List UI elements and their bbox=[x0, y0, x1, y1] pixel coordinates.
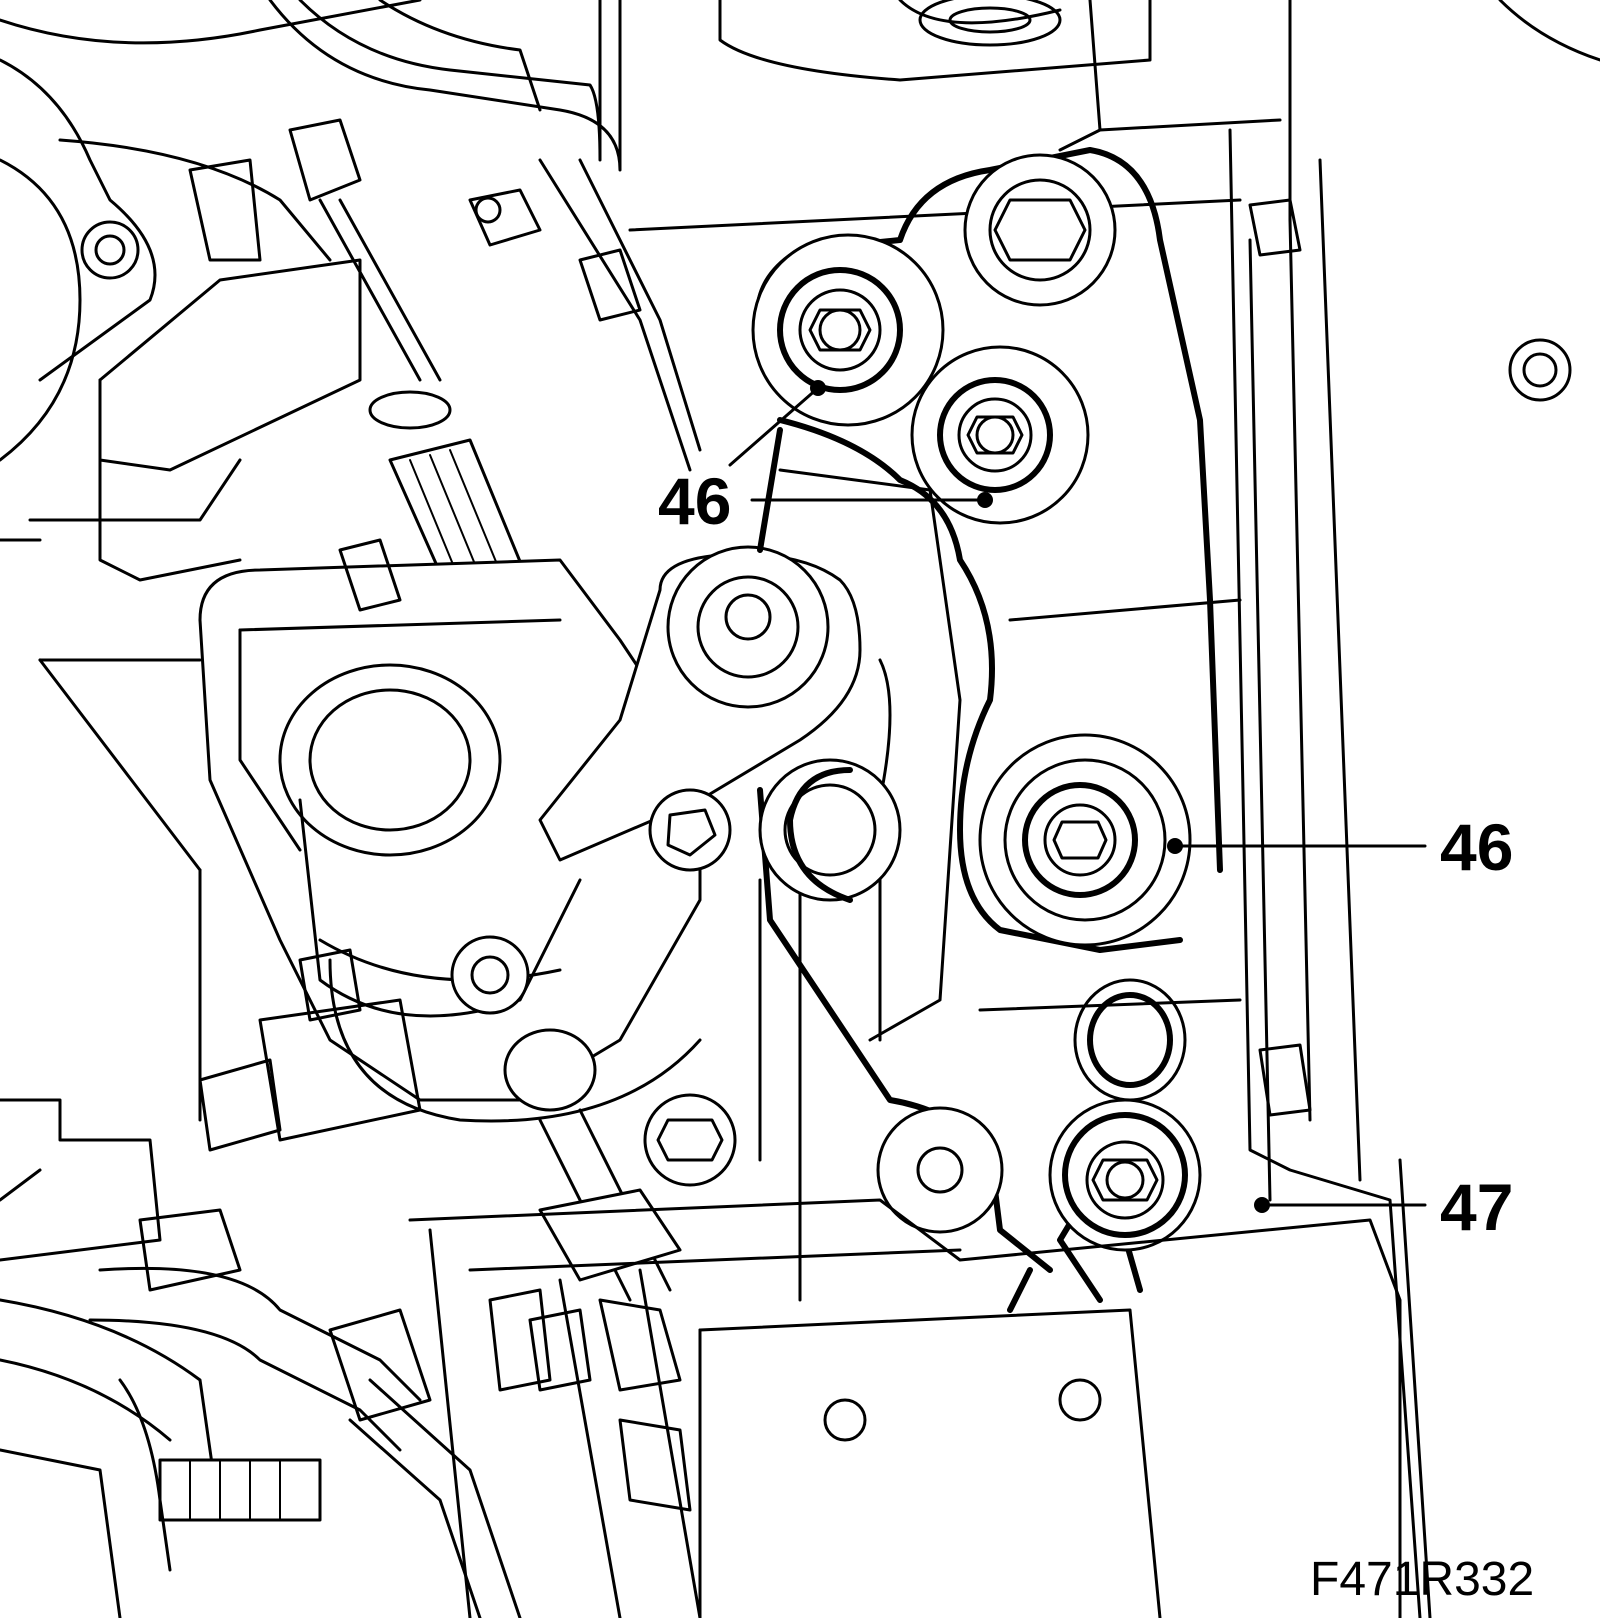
bolt-upper-left bbox=[751, 233, 945, 427]
pump-assembly bbox=[198, 118, 702, 1618]
callout-47: 47 bbox=[1440, 1170, 1513, 1244]
bolt-mid-right bbox=[978, 733, 1192, 947]
figure-reference: F471R332 bbox=[1310, 1553, 1534, 1606]
bolt-upper-mid bbox=[910, 345, 1090, 525]
bolt-right-small bbox=[1248, 198, 1312, 1117]
callout-46-right: 46 bbox=[1440, 810, 1513, 884]
callout-46-upper: 46 bbox=[658, 464, 731, 538]
mount-bracket bbox=[538, 468, 962, 1042]
leader-lines bbox=[728, 380, 1427, 1213]
bolt-lower-right bbox=[1048, 1098, 1202, 1252]
oring bbox=[1073, 978, 1187, 1102]
bolt-lower-left bbox=[876, 1106, 1004, 1234]
bolt-top-right bbox=[963, 153, 1117, 307]
hoses bbox=[0, 1098, 522, 1618]
lower-cover bbox=[408, 1198, 1402, 1618]
bolt-mid-left bbox=[758, 758, 902, 903]
bolt-small-left bbox=[298, 788, 737, 1187]
